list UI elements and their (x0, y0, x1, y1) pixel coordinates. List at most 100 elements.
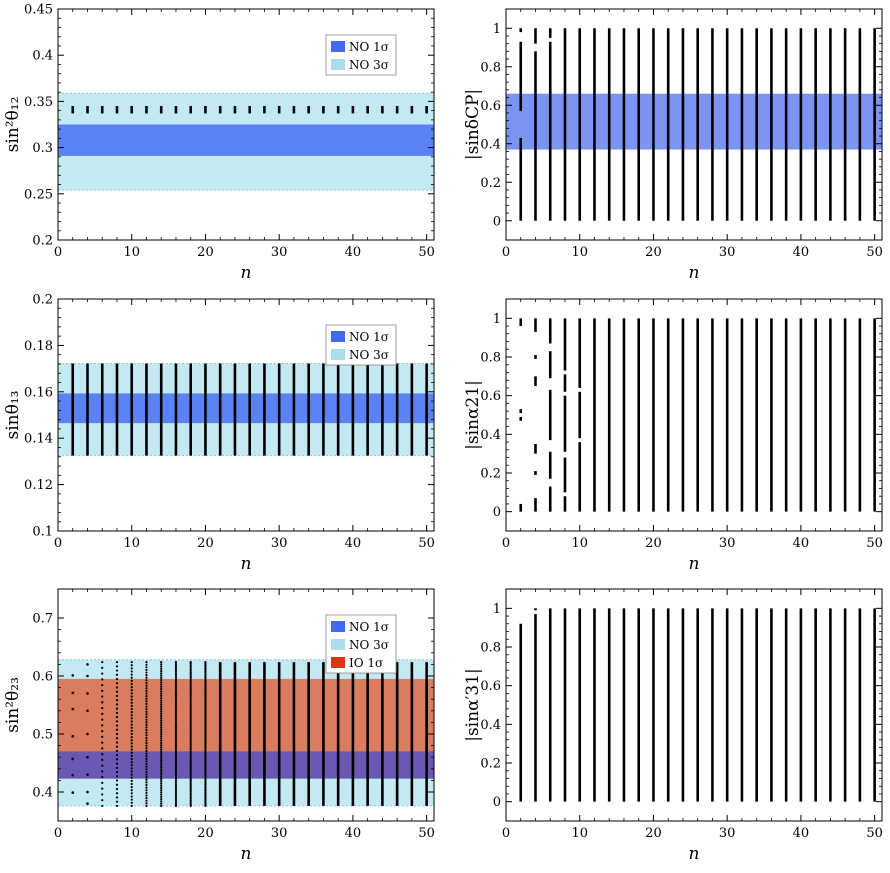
data-point (145, 749, 148, 753)
data-point (189, 762, 192, 765)
data-point (115, 690, 119, 693)
data-point (160, 719, 163, 722)
data-point (174, 741, 178, 744)
data-point (130, 764, 133, 767)
data-point (160, 732, 163, 736)
data-point (204, 760, 207, 763)
data-point (174, 674, 178, 677)
data-point (145, 796, 148, 800)
legend-label: NO 3σ (349, 348, 389, 362)
data-point (160, 701, 163, 704)
data-point (160, 744, 163, 747)
data-point (130, 679, 133, 682)
data-point (130, 792, 133, 795)
x-tick-label: 40 (793, 536, 810, 551)
data-point (174, 668, 178, 672)
data-point (189, 662, 192, 665)
data-point (204, 696, 207, 699)
data-point (71, 691, 75, 695)
data-point (204, 777, 207, 780)
data-point (101, 799, 104, 802)
data-point (174, 682, 178, 685)
data-point (160, 784, 163, 787)
x-tick-label: 0 (502, 245, 510, 260)
data-point (204, 804, 207, 808)
data-point (189, 727, 192, 730)
data-point (160, 660, 163, 664)
legend-swatch (331, 349, 345, 360)
data-point (71, 735, 75, 738)
y-tick-label: 0.1 (32, 525, 53, 540)
data-point (101, 718, 104, 721)
data-point (189, 729, 192, 732)
x-tick-label: 30 (271, 245, 288, 260)
y-axis-label: |sinα′31| (463, 668, 483, 742)
data-point (189, 699, 192, 702)
y-tick-label: 0.2 (32, 234, 53, 249)
data-point (130, 795, 133, 798)
data-point (204, 705, 207, 708)
data-point (71, 707, 75, 711)
data-point (145, 721, 148, 724)
data-point (189, 738, 192, 741)
data-point (204, 735, 207, 739)
legend-swatch (331, 331, 345, 342)
data-point (160, 750, 163, 754)
data-point (145, 786, 148, 789)
data-point (130, 673, 133, 676)
data-point (204, 787, 207, 791)
data-point (115, 665, 119, 668)
data-point (160, 777, 163, 781)
data-point (160, 674, 163, 677)
data-point (189, 736, 192, 739)
x-tick-label: 40 (345, 536, 362, 551)
data-point (145, 794, 148, 797)
data-point (115, 669, 119, 672)
data-point (204, 667, 207, 670)
data-point (160, 755, 163, 758)
data-point (160, 665, 163, 668)
data-point (86, 663, 89, 666)
data-point (160, 766, 163, 769)
data-point (189, 724, 192, 727)
data-point (189, 792, 192, 795)
data-point (189, 680, 192, 683)
data-point (204, 801, 207, 804)
x-axis-label: n (689, 263, 700, 283)
data-point (189, 803, 192, 806)
data-point (101, 695, 104, 698)
data-point (189, 717, 192, 720)
data-point (130, 723, 133, 726)
data-point (189, 692, 192, 695)
data-point (115, 682, 119, 685)
data-point (145, 776, 148, 779)
legend-label: NO 3σ (349, 638, 389, 652)
data-point (130, 770, 133, 773)
data-point (160, 730, 163, 733)
y-axis-label: |sinα21| (463, 380, 483, 450)
data-point (115, 779, 119, 782)
data-point (160, 775, 163, 778)
data-point (160, 793, 163, 796)
y-tick-label: 0 (493, 505, 501, 520)
data-point (115, 686, 119, 689)
data-point (145, 747, 148, 750)
data-point (189, 760, 192, 764)
data-point (130, 670, 133, 673)
data-point (160, 714, 163, 718)
data-point (160, 780, 163, 783)
data-point (189, 774, 192, 778)
data-point (204, 726, 207, 729)
data-point (204, 755, 207, 759)
data-point (101, 730, 104, 733)
data-point (160, 802, 163, 805)
x-tick-label: 10 (571, 245, 588, 260)
x-tick-label: 10 (571, 536, 588, 551)
data-point (174, 664, 178, 668)
data-point (160, 759, 163, 763)
data-point (174, 678, 178, 681)
data-point (145, 804, 148, 808)
y-axis-label: sin²θ₁₂ (3, 97, 23, 153)
data-point (115, 720, 119, 723)
